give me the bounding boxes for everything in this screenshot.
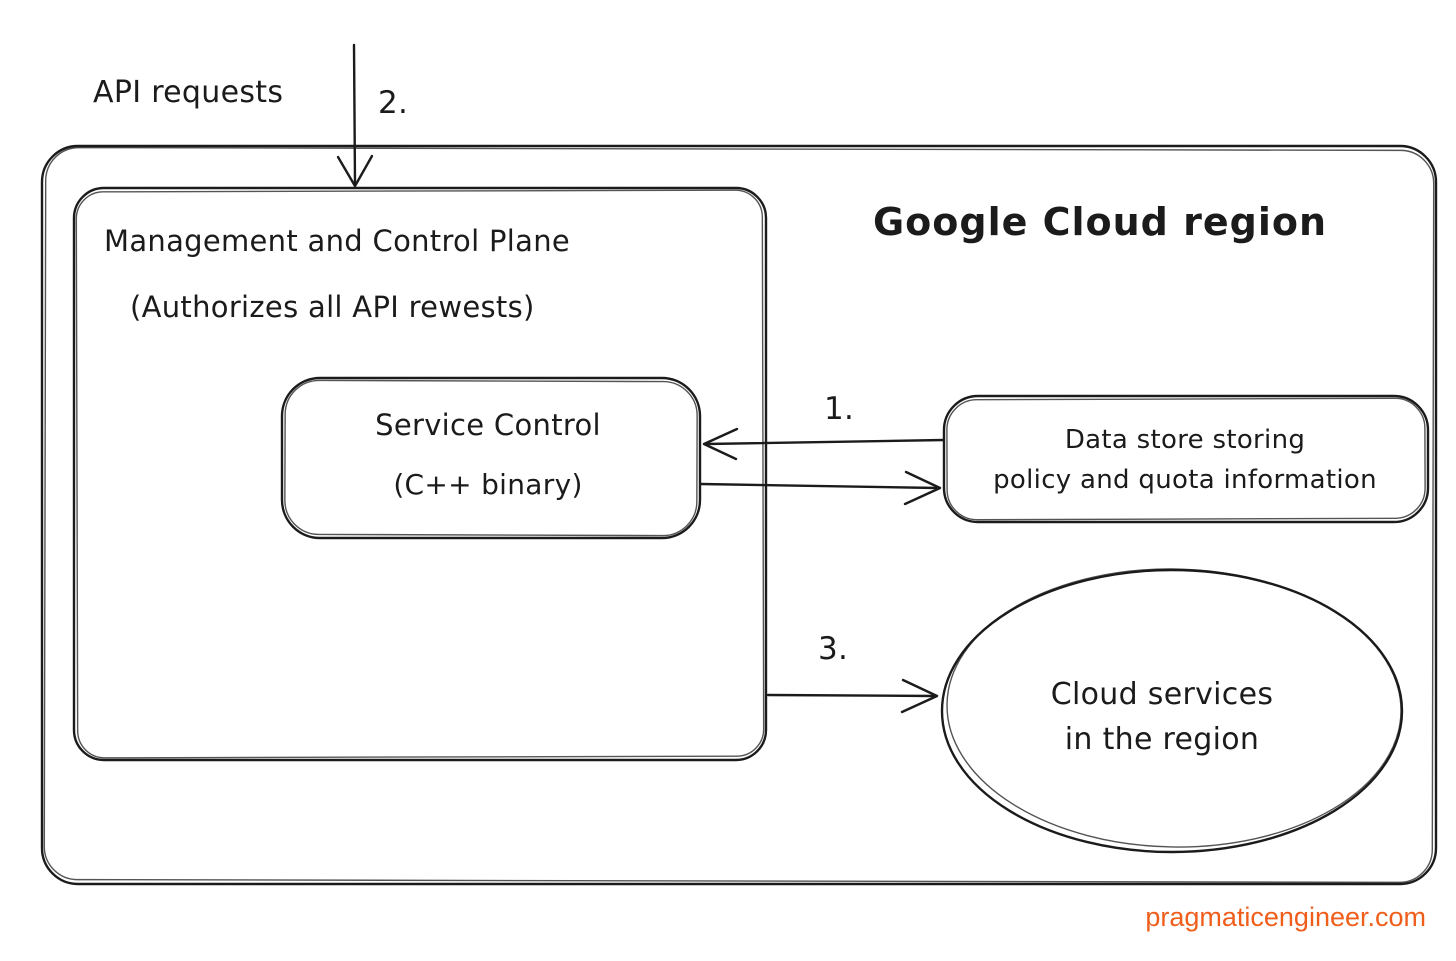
cloud-services-ellipse-sketch-stroke [946,568,1402,848]
management-control-plane-box-sketch-stroke [75,189,765,759]
arrow-api-requests-down [336,43,374,188]
arrow-servicecontrol-to-datastore [699,470,942,506]
data-store-label-line2: policy and quota information [993,465,1377,496]
service-control-box [280,376,702,540]
data-store-label-line1: Data store storing [1064,425,1306,455]
cloud-services-label: Cloud services in the region [1051,672,1274,762]
google-cloud-region-box-sketch-stroke [43,146,1435,884]
management-control-plane-box [72,186,768,762]
api-requests-label: API requests [93,75,284,110]
management-plane-title: Management and Control Plane [104,224,571,258]
google-cloud-region-box [40,144,1438,886]
step1-label: 1. [824,391,855,427]
data-store-label: Data store storing policy and quota info… [993,420,1377,501]
arrow-management-to-cloudservices [766,678,939,714]
service-control-title: Service Control [375,408,601,442]
pragmaticengineer-watermark: pragmaticengineer.com [1145,902,1426,932]
step3-label: 3. [818,631,849,667]
google-cloud-region-title: Google Cloud region [872,200,1328,244]
management-plane-subtitle: (Authorizes all API rewests) [130,290,535,324]
step2-label: 2. [378,85,409,121]
data-store-box [942,394,1430,524]
service-control-subtitle: (C++ binary) [393,468,583,501]
arrow-datastore-to-servicecontrol [702,427,946,461]
cloud-services-ellipse [940,568,1404,854]
cloud-services-label-line1: Cloud services [1050,677,1274,712]
service-control-box-sketch-stroke [284,379,698,537]
cloud-services-label-line2: in the region [1064,722,1260,757]
data-store-box-sketch-stroke [946,397,1426,521]
